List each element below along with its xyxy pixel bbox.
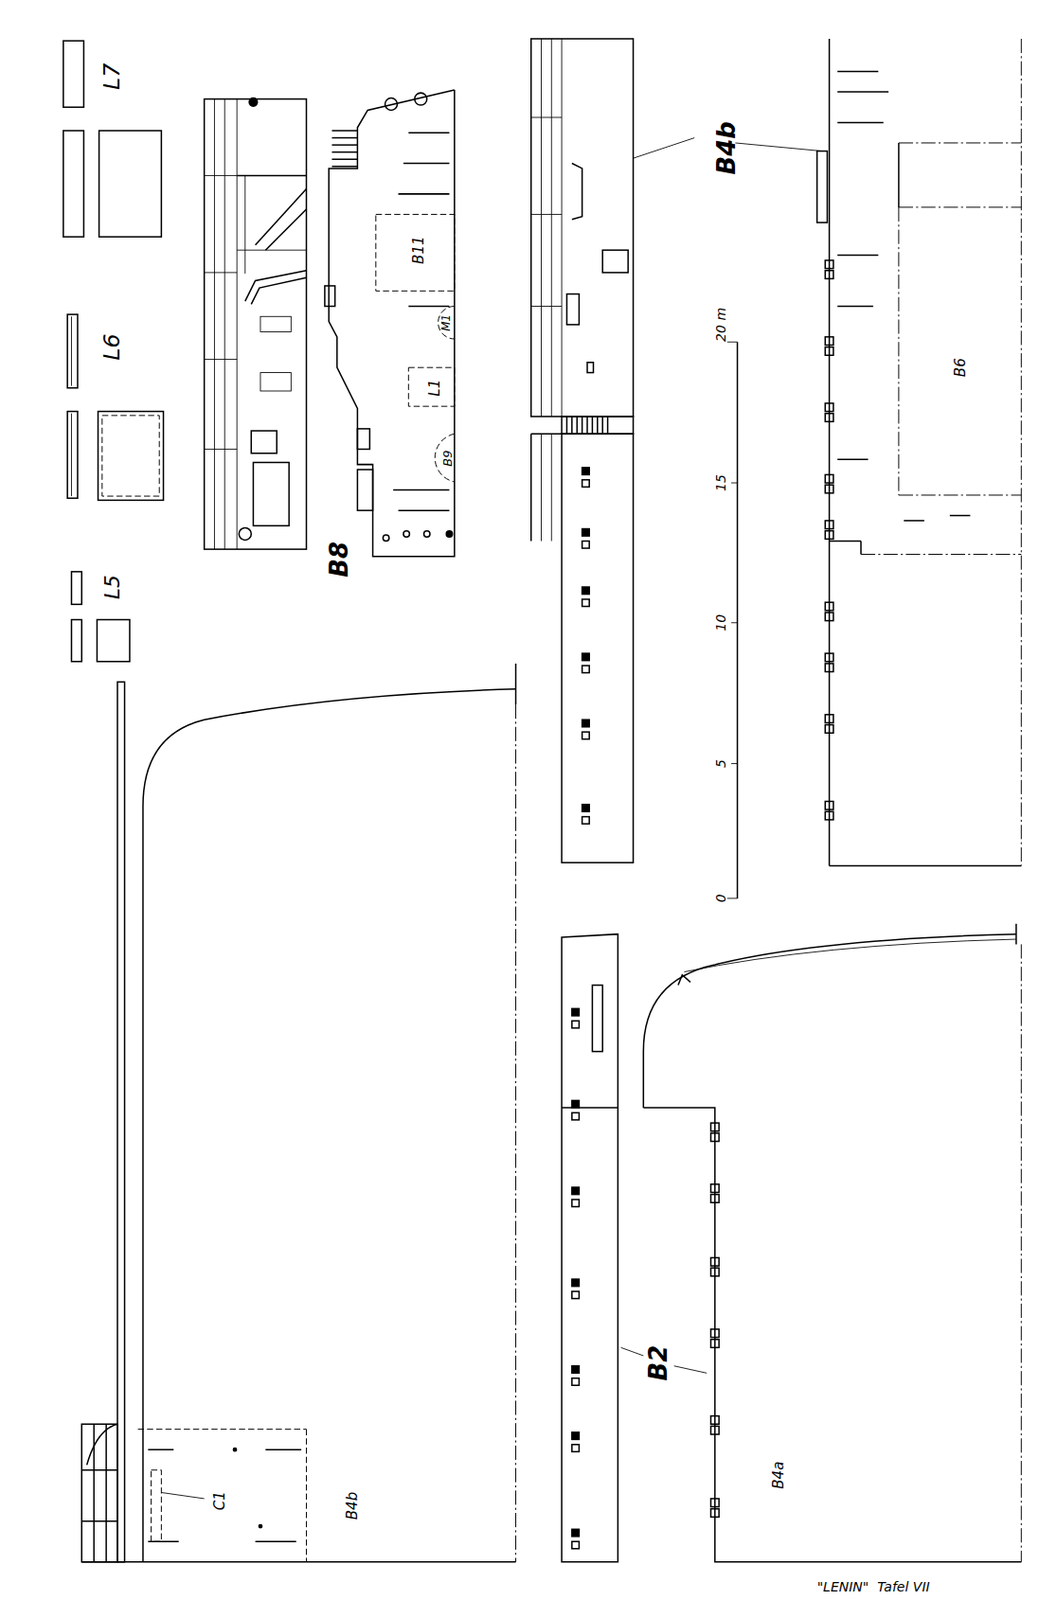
part-label: B11	[412, 235, 427, 265]
part-label: L1	[427, 379, 442, 397]
part-label: L6	[101, 333, 125, 360]
part-label: C1	[212, 1491, 227, 1511]
scale-number: 20 m	[714, 307, 728, 342]
part-label: B4a	[770, 1462, 786, 1490]
scale-number: 15	[714, 474, 728, 492]
part-label: B8	[326, 541, 352, 578]
part-label: L5	[102, 574, 124, 600]
part-label: B4b	[344, 1492, 359, 1522]
part-label: B4b	[715, 121, 740, 175]
part-label: B2	[646, 1345, 672, 1382]
scale-number: 5	[714, 759, 728, 769]
scale-number: 0	[714, 894, 728, 903]
scale-number: 10	[714, 614, 728, 632]
part-label: M1	[440, 314, 452, 332]
part-label: B6	[952, 358, 968, 377]
part-label: B9	[441, 450, 454, 467]
caption: "LENIN" Tafel VII	[817, 1579, 931, 1595]
part-label: L7	[101, 63, 125, 90]
